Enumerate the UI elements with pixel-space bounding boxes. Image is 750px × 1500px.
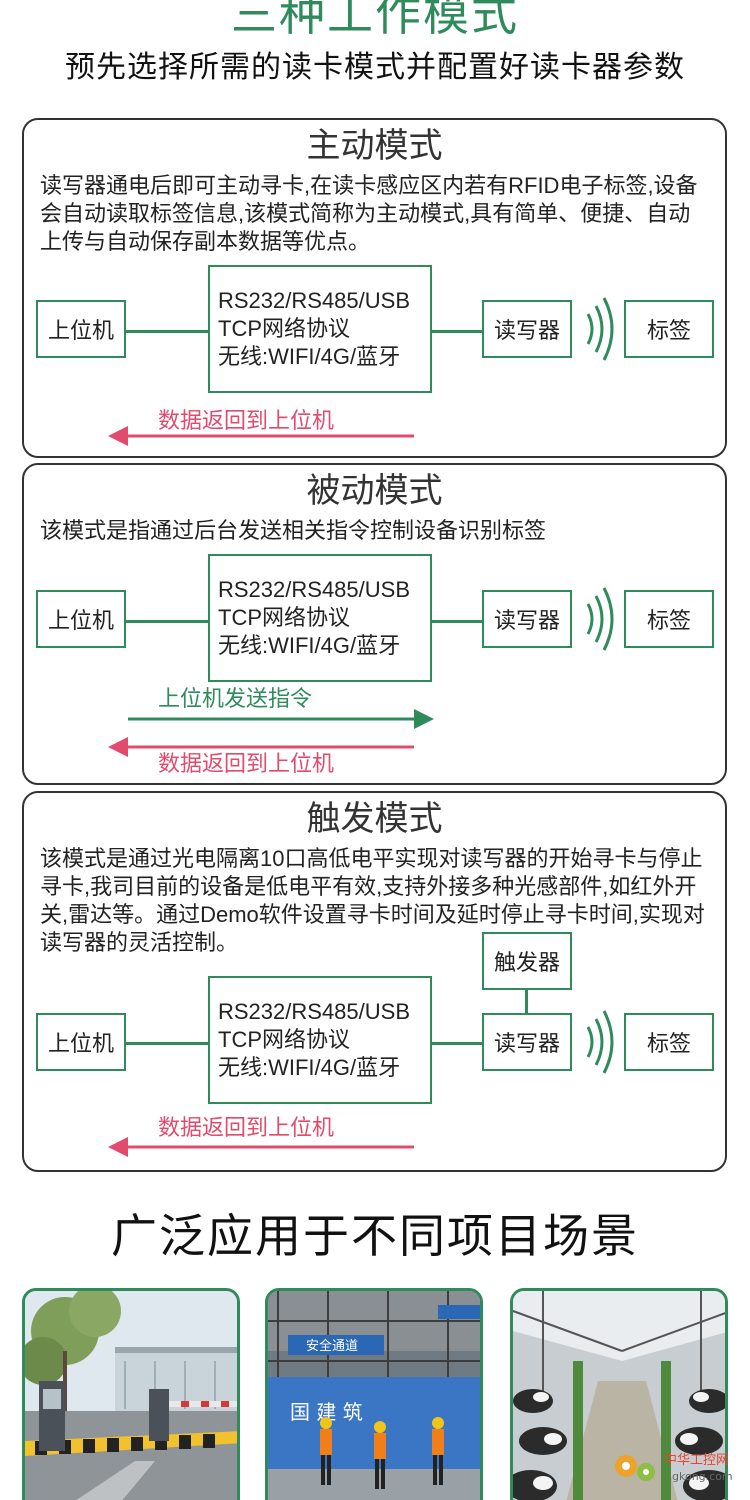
return-arrow-icon [108,737,414,757]
protocol-line-serial: RS232/RS485/USB [218,577,410,602]
tag-box: 标签 [624,590,714,648]
mode-panel-passive: 被动模式 该模式是指通过后台发送相关指令控制设备识别标签 上位机 RS232/R… [22,463,727,785]
host-box: 上位机 [36,300,126,358]
watermark: 中华工控网 gkong.com [612,1442,742,1492]
reader-label: 读写器 [493,608,560,633]
mode-title: 触发模式 [306,800,443,838]
protocol-line-wireless: 无线:WIFI/4G/蓝牙 [218,633,401,658]
mode-description: 该模式是通过光电隔离10口高低电平实现对读写器的开始寻卡与停止寻卡,我司目前的设… [40,846,705,955]
protocol-line-wireless: 无线:WIFI/4G/蓝牙 [218,344,401,369]
rfid-wave-icon [586,1010,614,1074]
protocol-line-serial: RS232/RS485/USB [218,288,410,313]
host-label: 上位机 [47,318,114,343]
protocol-line-tcp: TCP网络协议 [218,316,351,341]
reader-box: 读写器 [482,1013,572,1071]
page-subtitle: 预先选择所需的读卡模式并配置好读卡器参数 [65,51,685,84]
connector-line [432,620,484,623]
reader-box: 读写器 [482,300,572,358]
watermark-domain: gkong.com [672,1470,733,1483]
trigger-box: 触发器 [482,932,572,990]
send-arrow-icon [128,709,434,729]
host-label: 上位机 [47,1031,114,1056]
tag-label: 标签 [646,608,691,633]
connector-line [432,330,484,333]
rfid-wave-icon [586,587,614,651]
return-arrow-icon [108,426,414,446]
mode-title: 主动模式 [306,127,443,165]
reader-label: 读写器 [493,1031,560,1056]
parking-gate-photo [22,1288,240,1500]
connector-line [126,330,210,333]
send-arrow-label: 上位机发送指令 [158,686,313,711]
trigger-connector-line [525,990,528,1013]
protocol-line-serial: RS232/RS485/USB [218,999,410,1024]
host-box: 上位机 [36,590,126,648]
tag-label: 标签 [646,1031,691,1056]
page-title: 三种工作模式 [231,0,519,40]
protocol-box: RS232/RS485/USB TCP网络协议 无线:WIFI/4G/蓝牙 [208,554,432,682]
trigger-label: 触发器 [493,950,560,975]
rfid-wave-icon [586,297,614,361]
connector-line [126,620,210,623]
construction-site-photo: 安全通道 国 建 筑 [265,1288,483,1500]
reader-box: 读写器 [482,590,572,648]
connector-line [126,1042,210,1045]
protocol-box: RS232/RS485/USB TCP网络协议 无线:WIFI/4G/蓝牙 [208,976,432,1104]
mode-description: 读写器通电后即可主动寻卡,在读卡感应区内若有RFID电子标签,设备会自动读取标签… [40,173,698,254]
mode-description: 该模式是指通过后台发送相关指令控制设备识别标签 [40,518,547,543]
mode-panel-trigger: 触发模式 该模式是通过光电隔离10口高低电平实现对读写器的开始寻卡与停止寻卡,我… [22,791,727,1172]
protocol-box: RS232/RS485/USB TCP网络协议 无线:WIFI/4G/蓝牙 [208,265,432,393]
return-arrow-label: 数据返回到上位机 [158,751,335,776]
reader-label: 读写器 [493,318,560,343]
watermark-text: 中华工控网 [664,1453,729,1468]
host-label: 上位机 [47,608,114,633]
protocol-line-tcp: TCP网络协议 [218,1027,351,1052]
connector-line [432,1042,484,1045]
tag-box: 标签 [624,300,714,358]
tag-box: 标签 [624,1013,714,1071]
mode-panel-active: 主动模式 读写器通电后即可主动寻卡,在读卡感应区内若有RFID电子标签,设备会自… [22,118,727,458]
tag-label: 标签 [646,318,691,343]
mode-title: 被动模式 [306,472,443,510]
applications-title: 广泛应用于不同项目场景 [111,1210,639,1262]
host-box: 上位机 [36,1013,126,1071]
safety-sign-text: 安全通道 [306,1338,358,1354]
return-arrow-label: 数据返回到上位机 [158,1115,335,1140]
protocol-line-wireless: 无线:WIFI/4G/蓝牙 [218,1055,401,1080]
return-arrow-icon [108,1137,414,1157]
return-arrow-label: 数据返回到上位机 [158,408,335,433]
protocol-line-tcp: TCP网络协议 [218,605,351,630]
